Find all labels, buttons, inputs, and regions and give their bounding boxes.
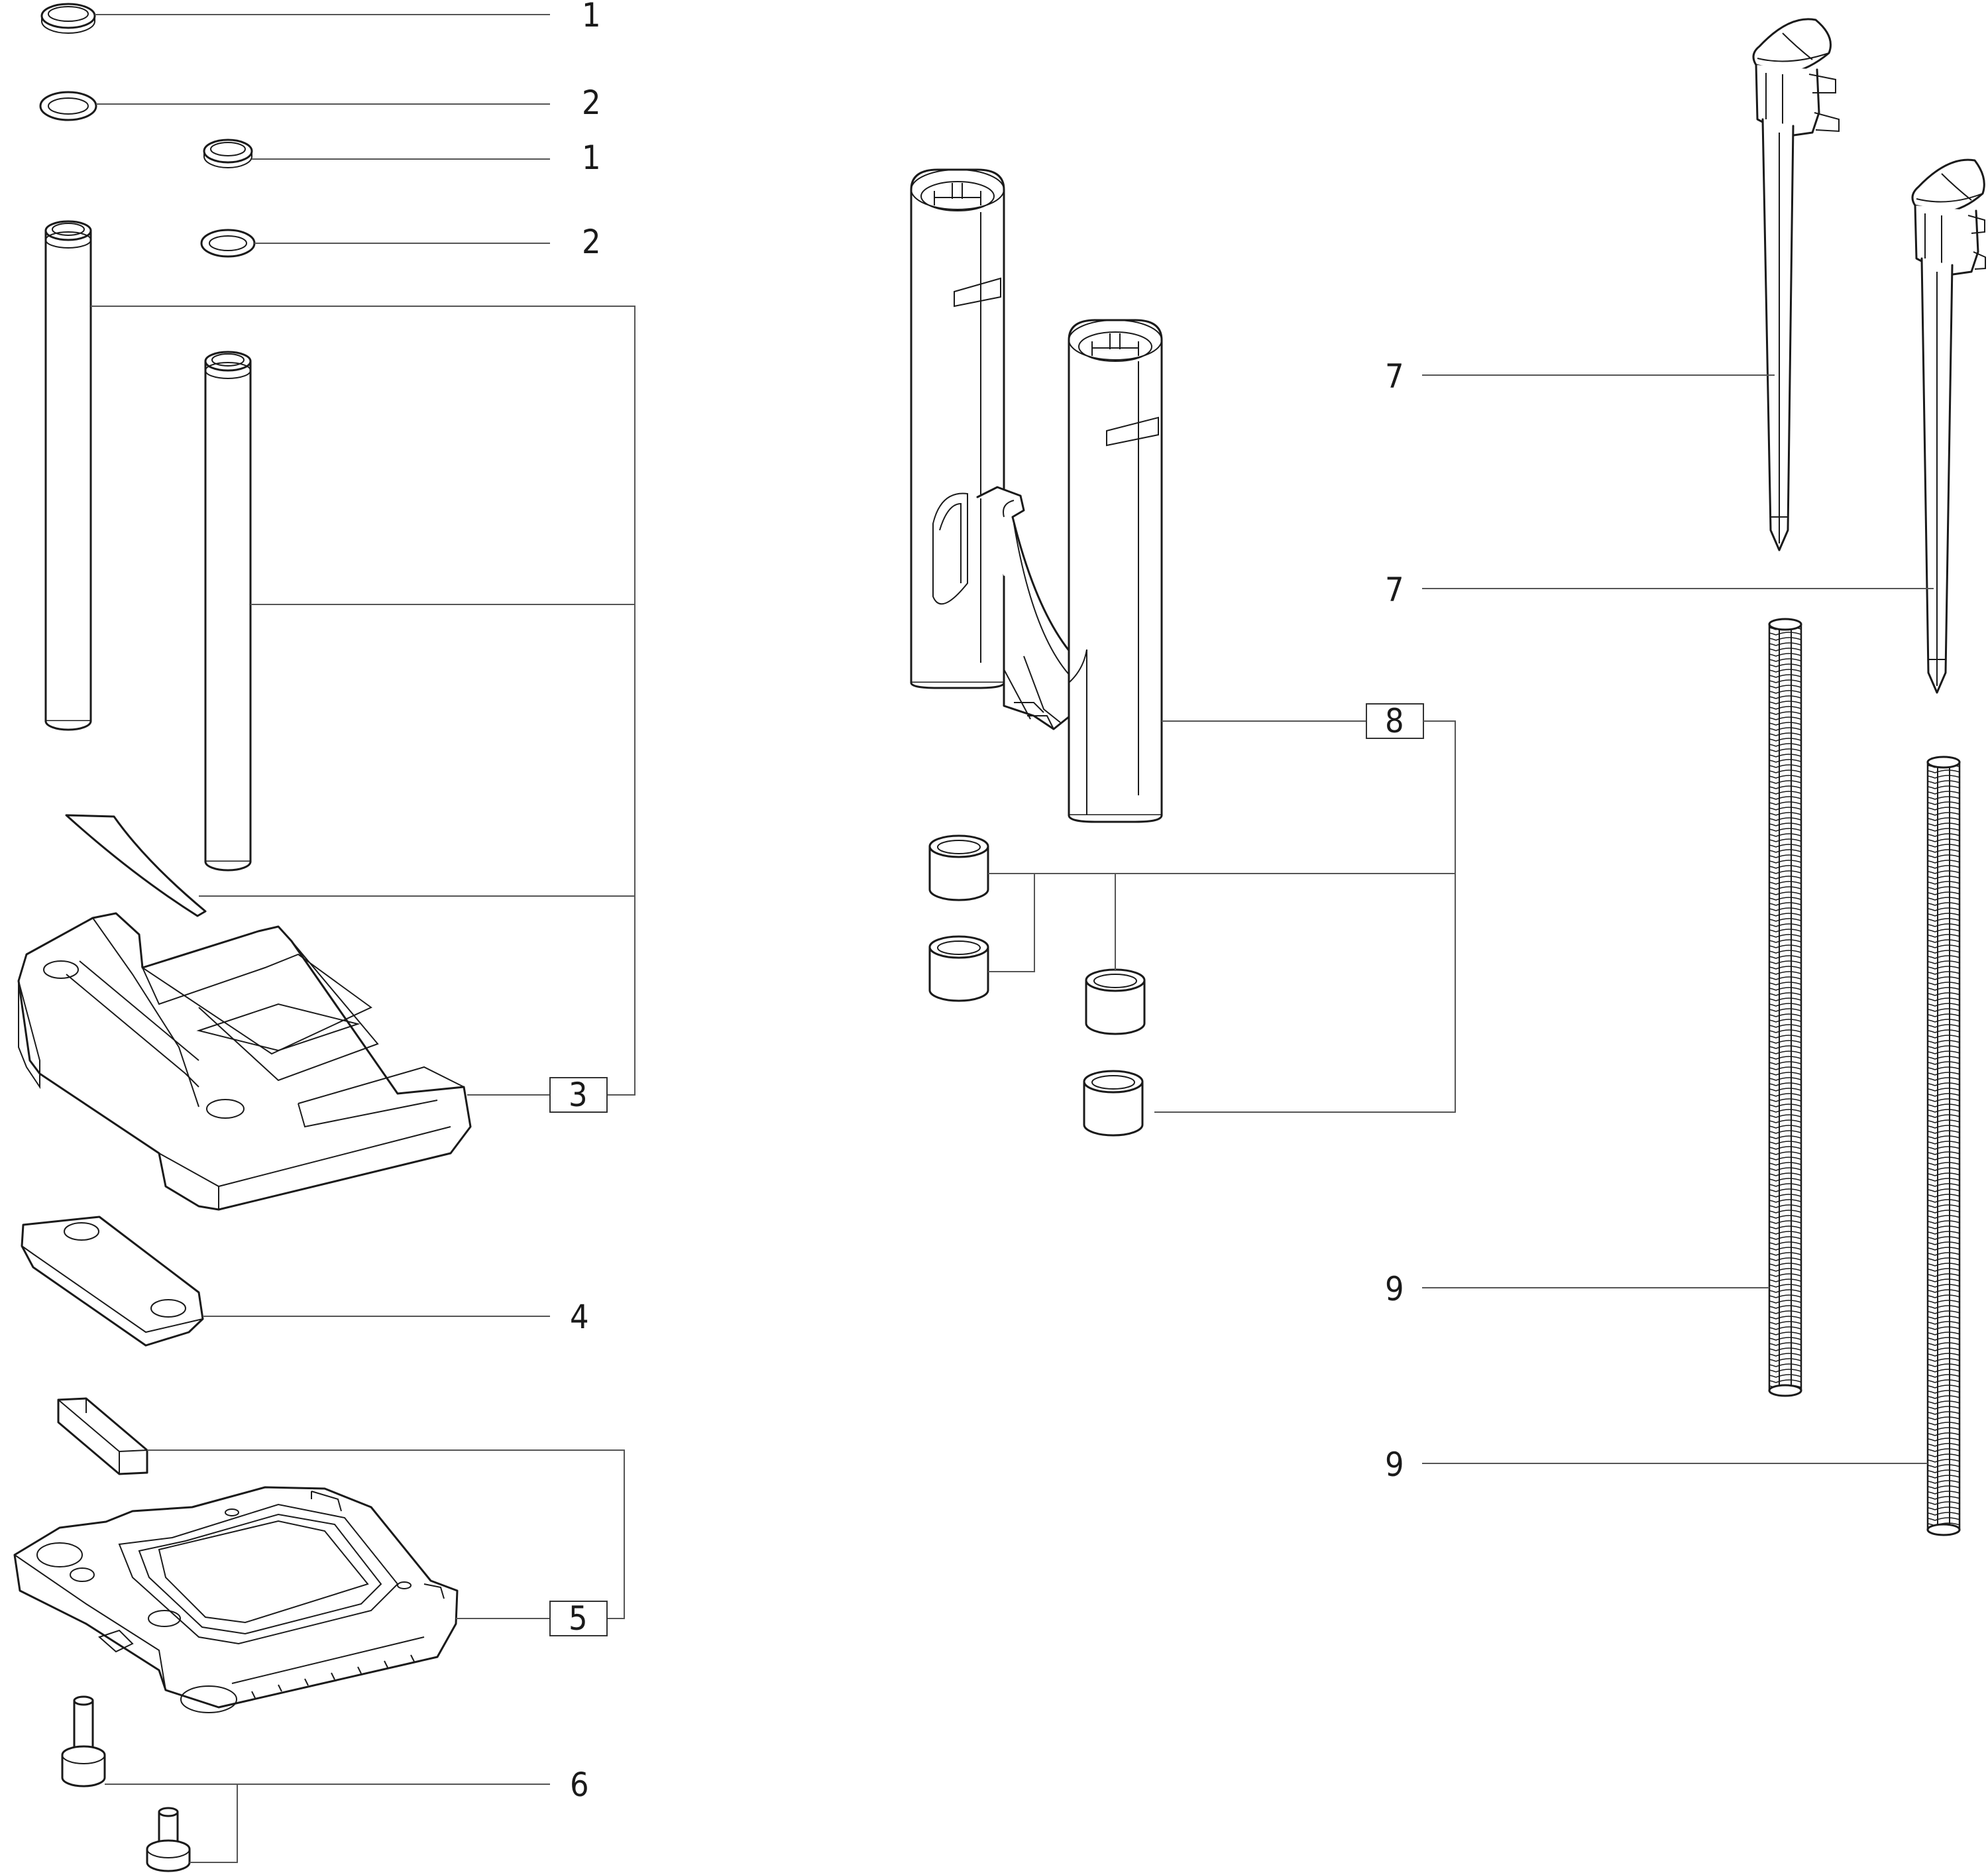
leader-line: [91, 306, 635, 1096]
callout-8: 8: [1385, 702, 1404, 740]
screw-part: [61, 1695, 106, 1788]
key-part: [57, 1397, 148, 1475]
o-ring-part: [200, 229, 256, 258]
callout-box-3: [549, 1077, 608, 1113]
screw-part: [146, 1807, 191, 1872]
callout-1: 1: [582, 139, 601, 177]
callout-1: 1: [582, 0, 601, 34]
callout-box-8: [1366, 703, 1424, 739]
column-rod: [204, 351, 252, 872]
leader-line: [988, 873, 1455, 972]
o-ring-part: [39, 91, 97, 121]
wedge-part: [65, 814, 207, 917]
spring-part: [1768, 618, 1802, 1397]
base-plate-part: [13, 1486, 459, 1713]
callout-2: 2: [582, 84, 601, 122]
spring-part: [1926, 756, 1961, 1536]
callout-7: 7: [1385, 571, 1404, 609]
callout-5: 5: [569, 1599, 588, 1638]
bushing-part: [928, 935, 989, 1002]
snap-ring-part: [40, 3, 96, 34]
base-housing-part: [17, 912, 472, 1211]
leader-line: [147, 1449, 625, 1619]
column-rod: [44, 220, 92, 731]
bushing-part: [1085, 968, 1146, 1035]
pin-part: [1911, 158, 1986, 694]
leader-line: [1154, 720, 1456, 1113]
bushing-part: [1083, 1070, 1144, 1137]
callout-9: 9: [1385, 1446, 1404, 1484]
guide-bracket-part: [910, 168, 1163, 823]
callout-9: 9: [1385, 1270, 1404, 1308]
callout-3: 3: [569, 1076, 588, 1114]
callout-6: 6: [570, 1766, 589, 1804]
bushing-part: [928, 834, 989, 901]
callout-4: 4: [570, 1298, 589, 1336]
pin-part: [1752, 18, 1840, 551]
callout-box-5: [549, 1601, 608, 1636]
callout-7: 7: [1385, 357, 1404, 396]
snap-ring-part: [203, 139, 253, 168]
leader-line: [105, 1784, 550, 1863]
plate-part: [21, 1216, 204, 1347]
callout-2: 2: [582, 223, 601, 261]
